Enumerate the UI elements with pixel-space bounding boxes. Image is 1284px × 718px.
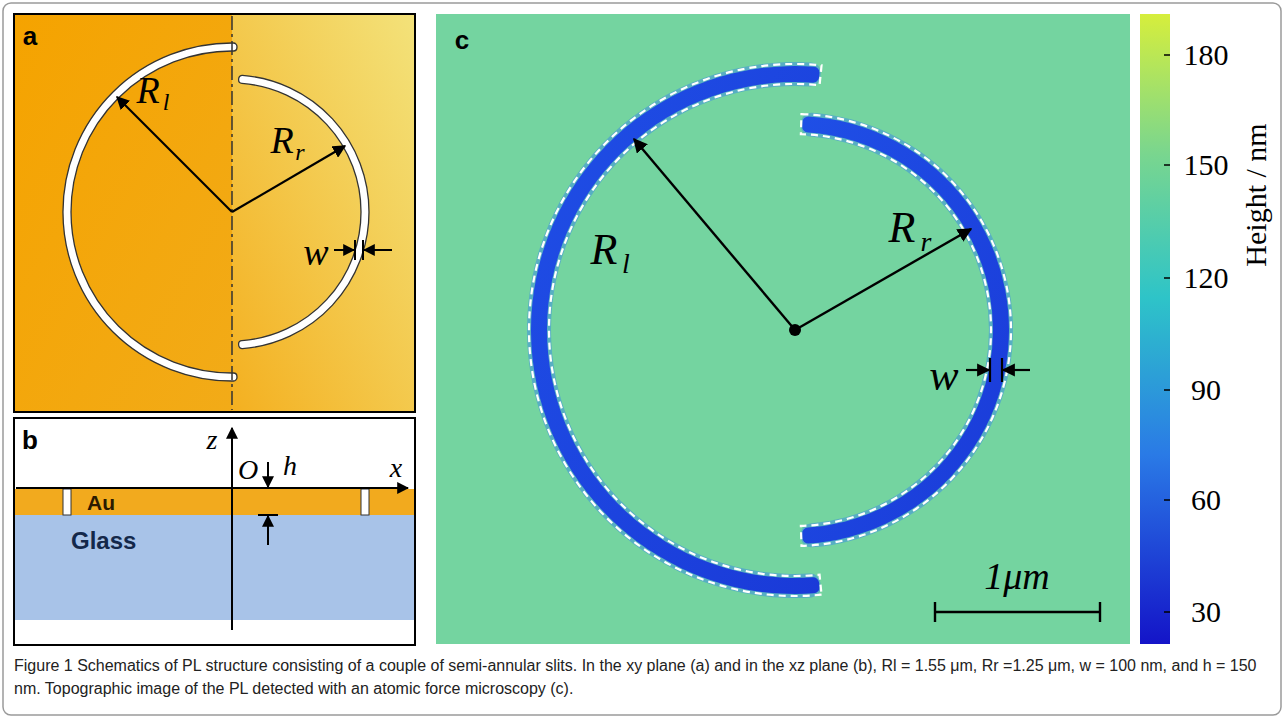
symbol-subscript: l xyxy=(163,90,170,114)
axis-label: z xyxy=(207,426,218,454)
colorbar-tick: 30 xyxy=(1191,597,1221,627)
scale-bar-label: 1μm xyxy=(984,557,1050,595)
colorbar-tick: 120 xyxy=(1184,263,1229,293)
colorbar-title: Height / nm xyxy=(1241,123,1271,266)
layer-label: Glass xyxy=(71,529,414,553)
scale-bar xyxy=(935,602,1100,622)
width-marker xyxy=(966,358,1030,382)
annular-slit xyxy=(239,75,369,348)
symbol-subscript: l xyxy=(622,250,630,278)
symbol-subscript: r xyxy=(921,228,932,256)
colorbar xyxy=(1140,14,1170,644)
x-axis xyxy=(16,487,408,489)
colorbar-tick: 90 xyxy=(1191,375,1221,405)
radius-arrow xyxy=(634,139,795,330)
symmetry-axis xyxy=(231,16,233,410)
figure-frame xyxy=(3,3,1281,715)
gold-layer: Au xyxy=(15,489,414,515)
panel-letter: c xyxy=(455,27,469,53)
width-marker xyxy=(334,240,392,260)
radius-arrow xyxy=(117,97,232,212)
glass-substrate: Glass xyxy=(15,515,414,620)
annular-slit xyxy=(63,43,237,381)
center-dot xyxy=(789,324,801,336)
panel-c xyxy=(436,14,1130,644)
axis-label: h xyxy=(283,452,297,480)
figure-caption: Figure 1 Schematics of PL structure cons… xyxy=(14,654,1270,700)
symbol-label: w xyxy=(303,233,328,271)
z-axis xyxy=(231,428,233,630)
radius-arrow xyxy=(795,229,971,330)
colorbar-tick: 180 xyxy=(1184,40,1229,70)
layer-label: Au xyxy=(87,492,414,513)
thickness-marker xyxy=(258,462,278,545)
axis-label: x xyxy=(390,454,402,482)
symbol-label: w xyxy=(929,354,958,398)
panel-b xyxy=(14,418,415,645)
symbol-label: R xyxy=(889,206,916,250)
symbol-subscript: r xyxy=(295,140,304,164)
symbol-label: R xyxy=(136,71,159,109)
axis-label: O xyxy=(238,456,258,484)
panel-a xyxy=(14,14,415,412)
symbol-label: R xyxy=(270,121,293,159)
slit-section xyxy=(361,489,369,515)
panel-letter: a xyxy=(23,23,37,49)
colorbar-tick: 60 xyxy=(1191,485,1221,515)
symbol-label: R xyxy=(591,228,618,272)
colorbar-tick: 150 xyxy=(1184,150,1229,180)
panel-letter: b xyxy=(22,427,38,453)
slit-section xyxy=(63,489,71,515)
